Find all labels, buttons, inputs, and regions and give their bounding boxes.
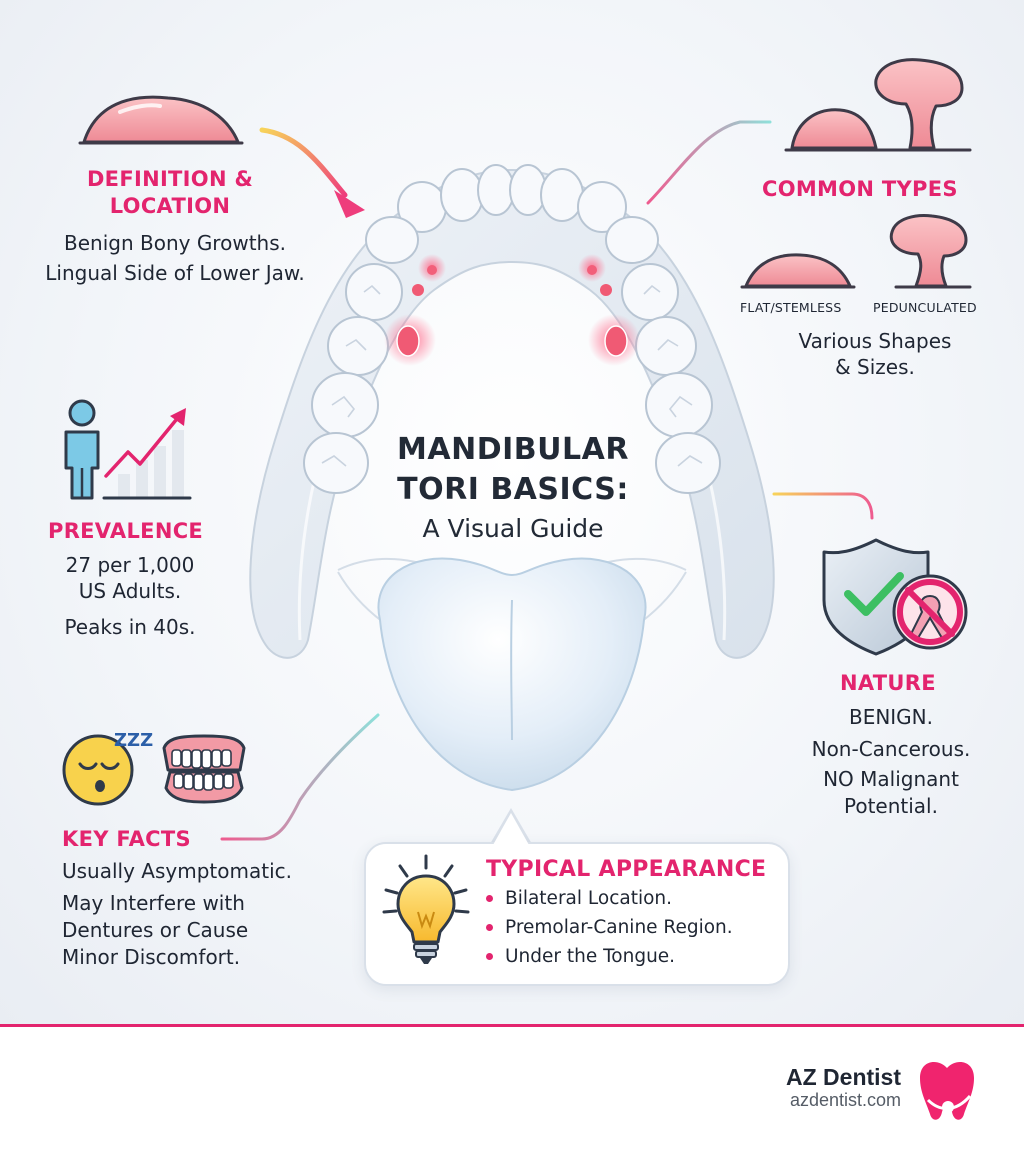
key-facts-line-4: Minor Discomfort. <box>62 945 241 969</box>
definition-heading: DEFINITION & LOCATION <box>60 166 280 220</box>
connector-lines <box>198 120 874 841</box>
prevalence-line-1: 27 per 1,000 <box>65 553 195 577</box>
sleepy-face-icon: ZZZ <box>62 730 153 806</box>
common-types-text: Various Shapes & Sizes. <box>770 328 980 380</box>
flat-stemless-icon <box>740 253 856 289</box>
definition-text: Benign Bony Growths. Lingual Side of Low… <box>20 228 330 288</box>
pedunculated-label: PEDUNCULATED <box>873 300 977 315</box>
pedunculated-icon <box>889 214 972 289</box>
footer-divider <box>0 1024 1024 1027</box>
prevalence-heading: PREVALENCE <box>48 519 204 543</box>
torus-types-icon <box>784 58 972 152</box>
title-line-2: TORI BASICS: <box>397 472 629 507</box>
nature-text: BENIGN. Non-Cancerous. NO Malignant Pote… <box>786 702 996 820</box>
nature-line-1: BENIGN. <box>848 705 934 729</box>
flat-torus-icon <box>78 95 244 145</box>
footer <box>0 1027 1024 1154</box>
title-line-1: MANDIBULAR <box>397 432 629 467</box>
person-icon <box>64 399 100 500</box>
brand-name: AZ Dentist <box>786 1064 901 1090</box>
definition-heading-line-1: DEFINITION & <box>86 167 254 191</box>
dentures-icon <box>162 734 246 804</box>
common-types-heading: COMMON TYPES <box>762 177 958 201</box>
key-facts-line-2: May Interfere with <box>62 891 245 915</box>
key-facts-line-1: Usually Asymptomatic. <box>62 859 292 883</box>
key-facts-line-3: Dentures or Cause <box>62 918 249 942</box>
title-subtitle: A Visual Guide <box>422 514 604 543</box>
nature-line-4: Potential. <box>844 794 938 818</box>
key-facts-heading: KEY FACTS <box>62 827 191 851</box>
sleep-z-glyph: ZZZ <box>114 730 153 751</box>
list-item: Bilateral Location. <box>484 884 733 913</box>
prevalence-text: 27 per 1,000 US Adults. Peaks in 40s. <box>40 550 220 642</box>
nature-line-2: Non-Cancerous. <box>811 737 971 761</box>
common-types-line-2: & Sizes. <box>835 355 915 379</box>
teeth-row <box>303 164 721 494</box>
illustration-layer: ZZZ <box>62 58 972 841</box>
common-types-line-1: Various Shapes <box>798 329 952 353</box>
tori-highlights <box>384 254 640 366</box>
tooth-fissures <box>321 284 703 467</box>
nature-line-3: NO Malignant <box>823 767 959 791</box>
list-item: Under the Tongue. <box>484 942 733 971</box>
az-dentist-logo <box>920 1062 974 1120</box>
arrow-head <box>334 190 365 218</box>
page-title: MANDIBULAR TORI BASICS: A Visual Guide <box>372 430 654 548</box>
growth-chart-icon <box>102 408 192 500</box>
key-facts-text: Usually Asymptomatic. May Interfere with… <box>62 856 352 971</box>
flat-stemless-label: FLAT/STEMLESS <box>740 300 842 315</box>
brand-url: azdentist.com <box>789 1090 901 1110</box>
typical-appearance-list: Bilateral Location. Premolar-Canine Regi… <box>484 884 733 971</box>
definition-line-2: Lingual Side of Lower Jaw. <box>45 261 305 285</box>
prevalence-line-3: Peaks in 40s. <box>64 615 196 639</box>
typical-appearance-heading: TYPICAL APPEARANCE <box>486 857 767 882</box>
no-cancer-ribbon-icon <box>892 574 968 650</box>
tongue-illustration <box>337 557 687 792</box>
definition-line-1: Benign Bony Growths. <box>64 231 286 255</box>
definition-heading-line-2: LOCATION <box>109 194 231 218</box>
callout-pointer-inner <box>493 813 529 845</box>
list-item: Premolar-Canine Region. <box>484 913 733 942</box>
prevalence-line-2: US Adults. <box>78 579 182 603</box>
nature-heading: NATURE <box>840 671 936 695</box>
